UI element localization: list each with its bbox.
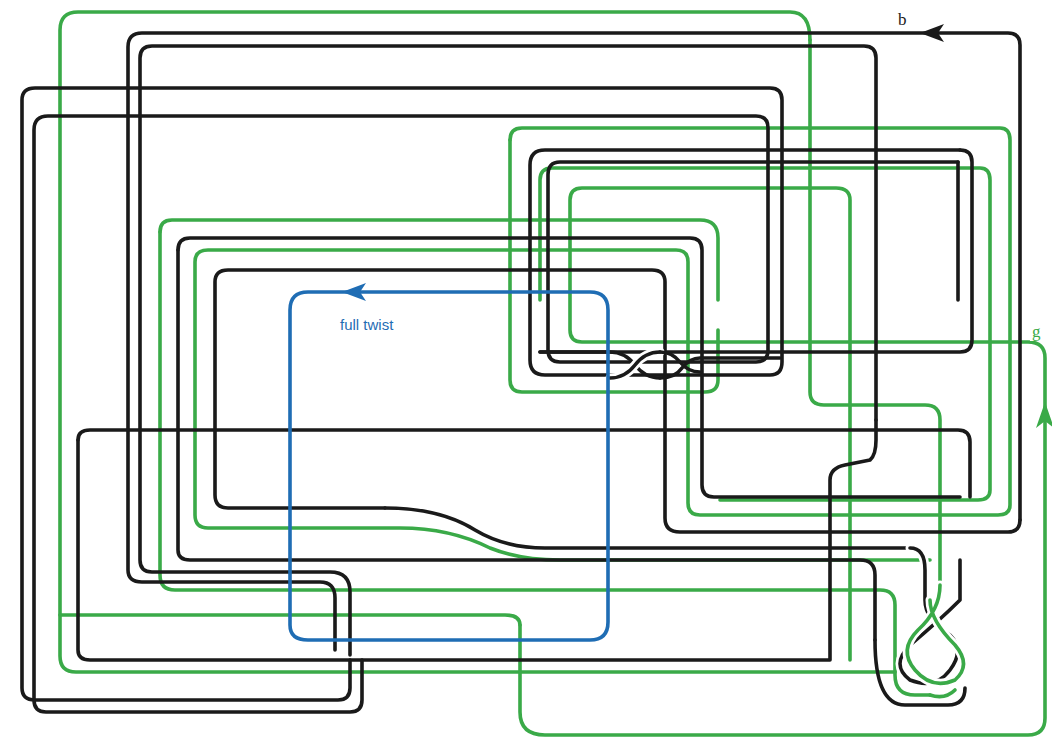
black-strand	[22, 33, 1020, 712]
arrowhead	[920, 24, 944, 42]
twist-region	[875, 548, 965, 705]
arrowhead	[1036, 402, 1052, 428]
twist-label: full twist	[338, 316, 395, 333]
strand-label: g	[1030, 322, 1043, 341]
arrowhead	[342, 283, 366, 301]
twist-loop	[290, 292, 608, 640]
twist-region	[540, 352, 780, 378]
strand-label: b	[896, 10, 909, 29]
